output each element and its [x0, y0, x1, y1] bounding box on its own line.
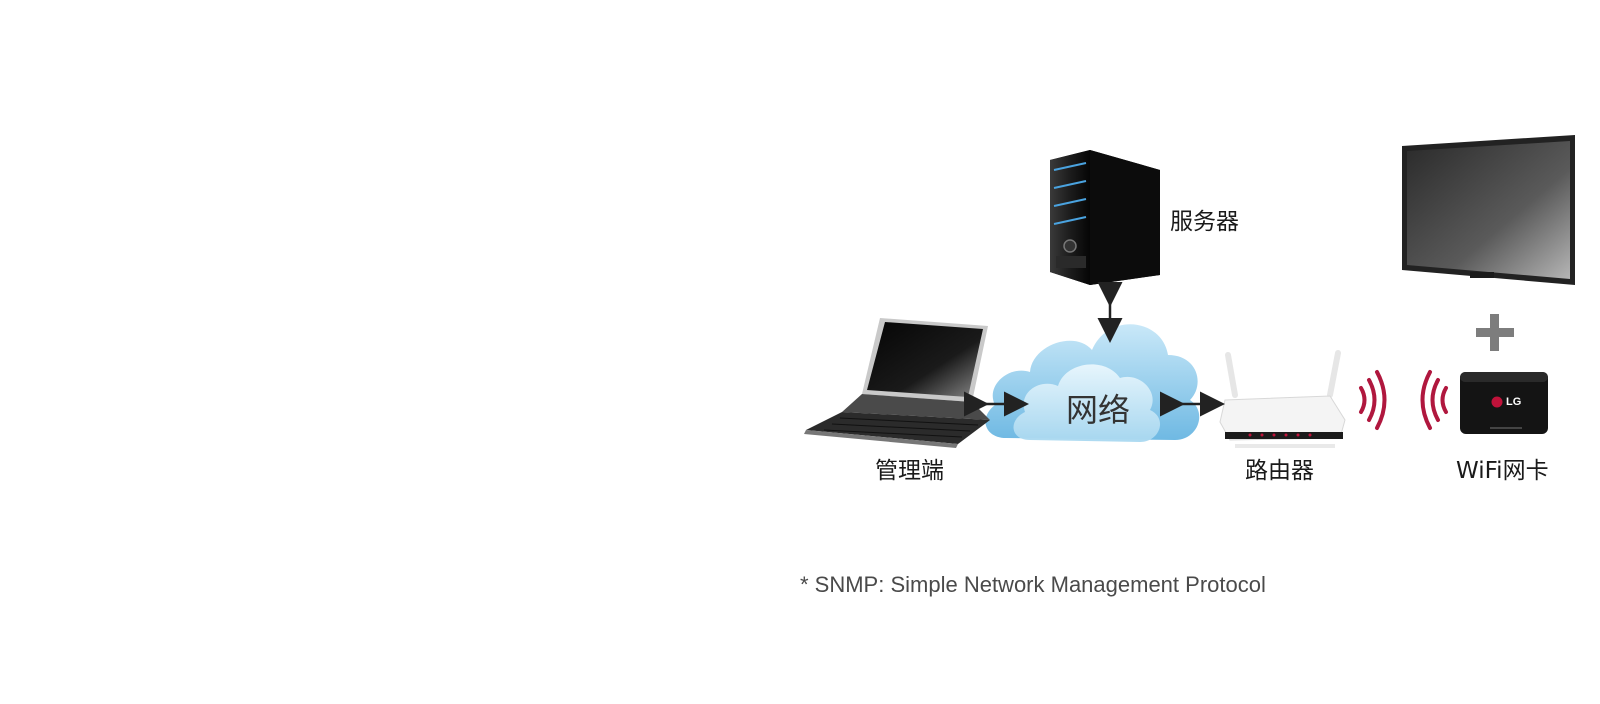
lg-logo: LG: [1506, 396, 1522, 408]
display-icon: [1402, 135, 1575, 285]
footnote: * SNMP: Simple Network Management Protoc…: [800, 572, 1266, 597]
laptop-icon: [804, 318, 990, 448]
plus-icon: [1476, 314, 1514, 351]
cloud-label: 网络: [1066, 391, 1131, 429]
router-label: 路由器: [1245, 458, 1314, 484]
router-icon: [1219, 350, 1346, 448]
admin-label: 管理端: [875, 458, 944, 484]
wifi-card-icon: [1460, 372, 1548, 434]
server-icon: [1050, 150, 1160, 285]
cloud-icon: [985, 324, 1200, 442]
server-label: 服务器: [1170, 209, 1239, 235]
wifi-card-label: WiFi网卡: [1456, 458, 1549, 484]
wireless-signal-icon: [1359, 370, 1448, 430]
